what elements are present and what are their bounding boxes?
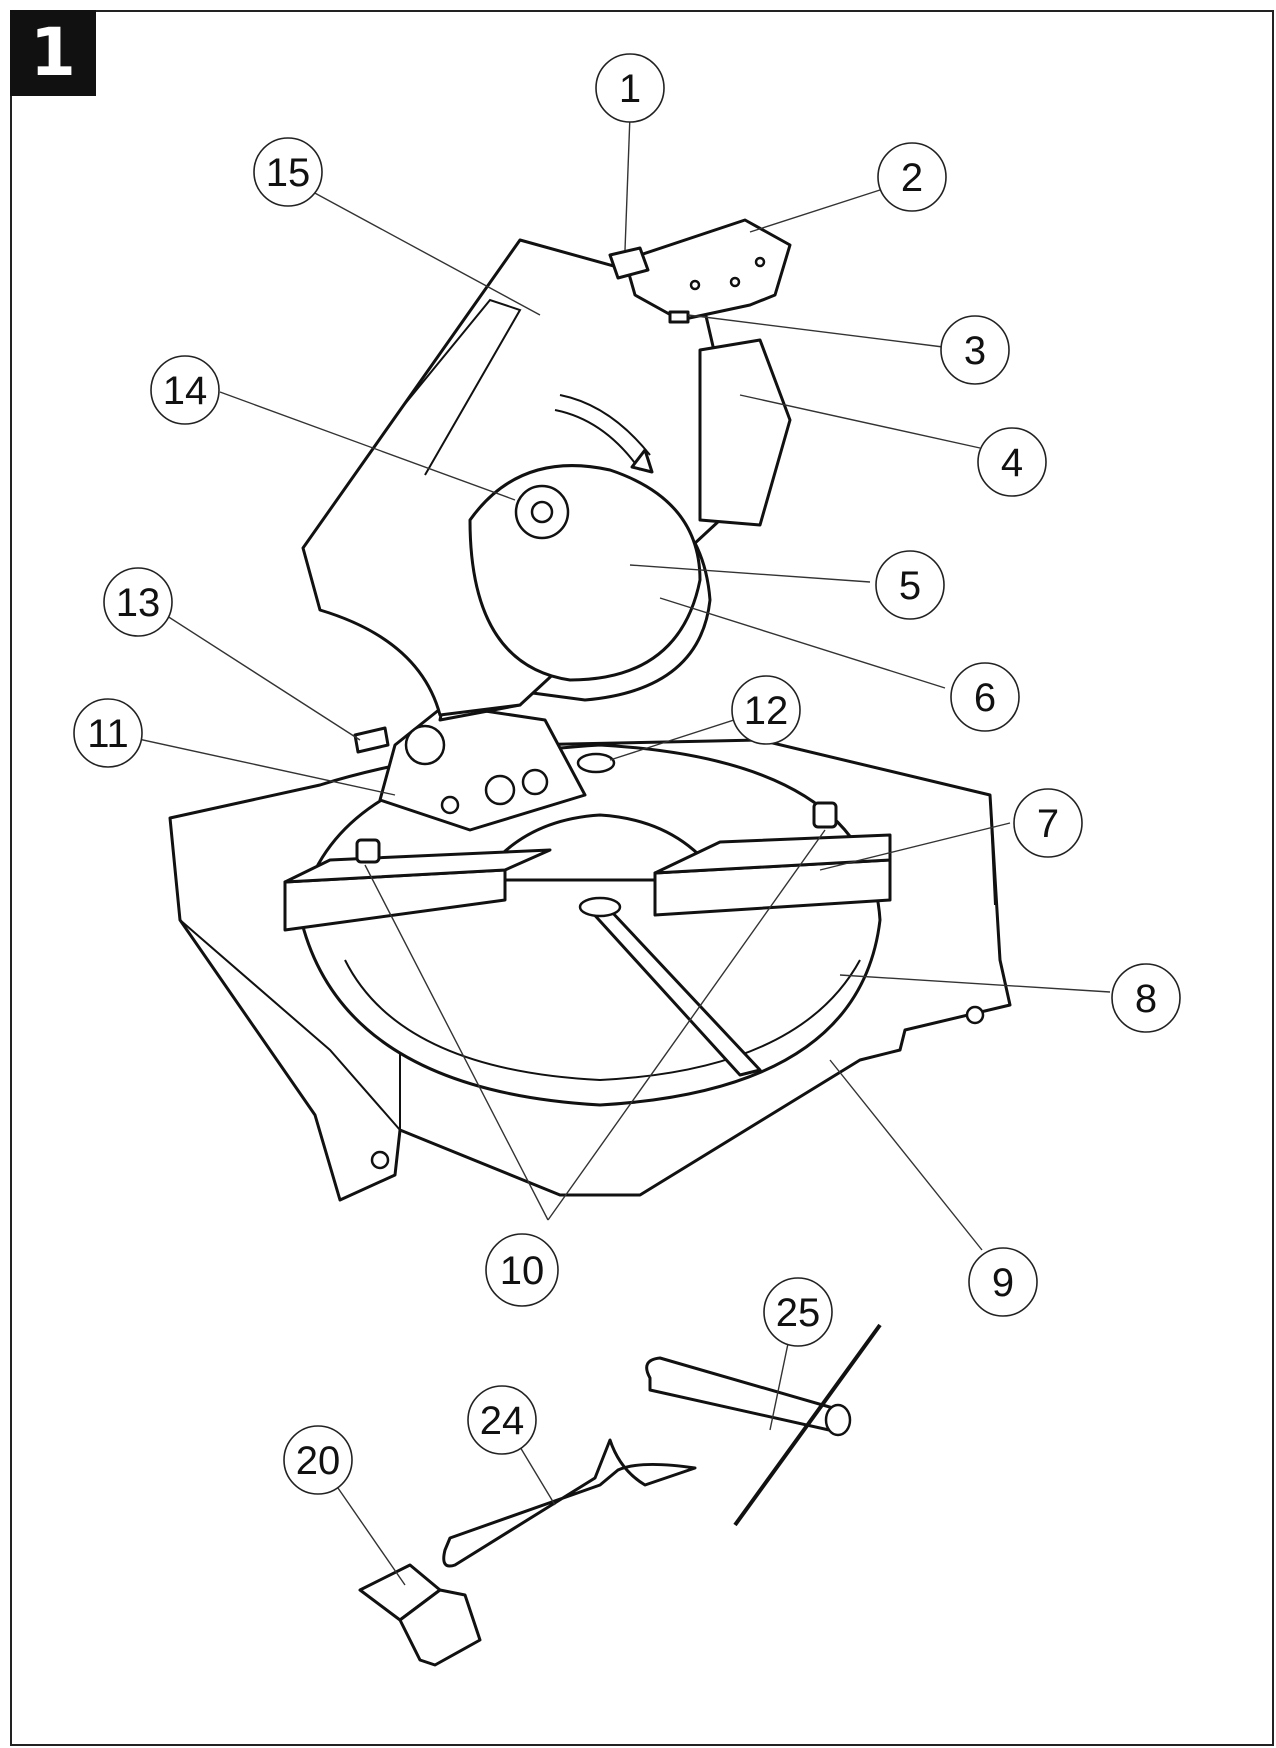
callout-8: 8 bbox=[1111, 963, 1181, 1033]
svg-text:9: 9 bbox=[992, 1261, 1014, 1305]
svg-text:14: 14 bbox=[163, 369, 208, 413]
svg-text:15: 15 bbox=[266, 151, 311, 195]
callout-11: 11 bbox=[73, 698, 143, 768]
socket-wrench-25 bbox=[645, 1356, 849, 1434]
motor-handle-assembly bbox=[608, 218, 792, 527]
callout-2: 2 bbox=[877, 142, 947, 212]
table-lock bbox=[576, 752, 616, 774]
svg-text:4: 4 bbox=[1001, 441, 1023, 485]
callout-5: 5 bbox=[875, 550, 945, 620]
svg-text:3: 3 bbox=[964, 329, 986, 373]
figure-frame bbox=[10, 10, 1274, 1746]
svg-text:13: 13 bbox=[116, 581, 161, 625]
turntable bbox=[298, 743, 882, 1107]
callout-7: 7 bbox=[1013, 788, 1083, 858]
callout-24: 24 bbox=[467, 1385, 537, 1455]
mounting-hole bbox=[965, 1005, 985, 1025]
svg-text:8: 8 bbox=[1135, 977, 1157, 1021]
trigger-switch bbox=[668, 310, 690, 324]
accessories bbox=[358, 1323, 882, 1667]
svg-text:25: 25 bbox=[776, 1291, 821, 1335]
blade-assembly bbox=[301, 238, 732, 717]
callout-3: 3 bbox=[940, 315, 1010, 385]
mounting-hole bbox=[370, 1150, 390, 1170]
callout-4: 4 bbox=[977, 427, 1047, 497]
svg-text:1: 1 bbox=[619, 67, 641, 111]
svg-text:24: 24 bbox=[480, 1399, 525, 1443]
svg-text:10: 10 bbox=[500, 1249, 545, 1293]
motor-housing bbox=[698, 338, 792, 527]
svg-text:20: 20 bbox=[296, 1439, 341, 1483]
callout-14: 14 bbox=[150, 355, 220, 425]
fence-clamp-knob bbox=[812, 801, 838, 829]
fence bbox=[283, 801, 892, 932]
svg-text:2: 2 bbox=[901, 156, 923, 200]
callout-20: 20 bbox=[283, 1425, 353, 1495]
figure-number-badge: 1 bbox=[10, 10, 96, 96]
handle-lock-button bbox=[608, 246, 650, 280]
svg-text:11: 11 bbox=[87, 712, 129, 756]
callout-25: 25 bbox=[763, 1277, 833, 1347]
hex-key-20 bbox=[398, 1588, 482, 1667]
open-wrench-24 bbox=[442, 1438, 697, 1568]
callout-12: 12 bbox=[731, 675, 801, 745]
svg-text:12: 12 bbox=[744, 689, 789, 733]
callout-15: 15 bbox=[253, 137, 323, 207]
callout-1: 1 bbox=[595, 53, 665, 123]
callout-10: 10 bbox=[485, 1233, 559, 1307]
callout-6: 6 bbox=[950, 662, 1020, 732]
callout-13: 13 bbox=[103, 567, 173, 637]
bevel-lock-knob bbox=[353, 726, 390, 754]
svg-text:5: 5 bbox=[899, 564, 921, 608]
svg-text:7: 7 bbox=[1037, 802, 1059, 846]
handle bbox=[623, 218, 792, 322]
svg-text:6: 6 bbox=[974, 676, 996, 720]
callout-9: 9 bbox=[968, 1247, 1038, 1317]
fence-clamp-knob bbox=[355, 838, 381, 864]
